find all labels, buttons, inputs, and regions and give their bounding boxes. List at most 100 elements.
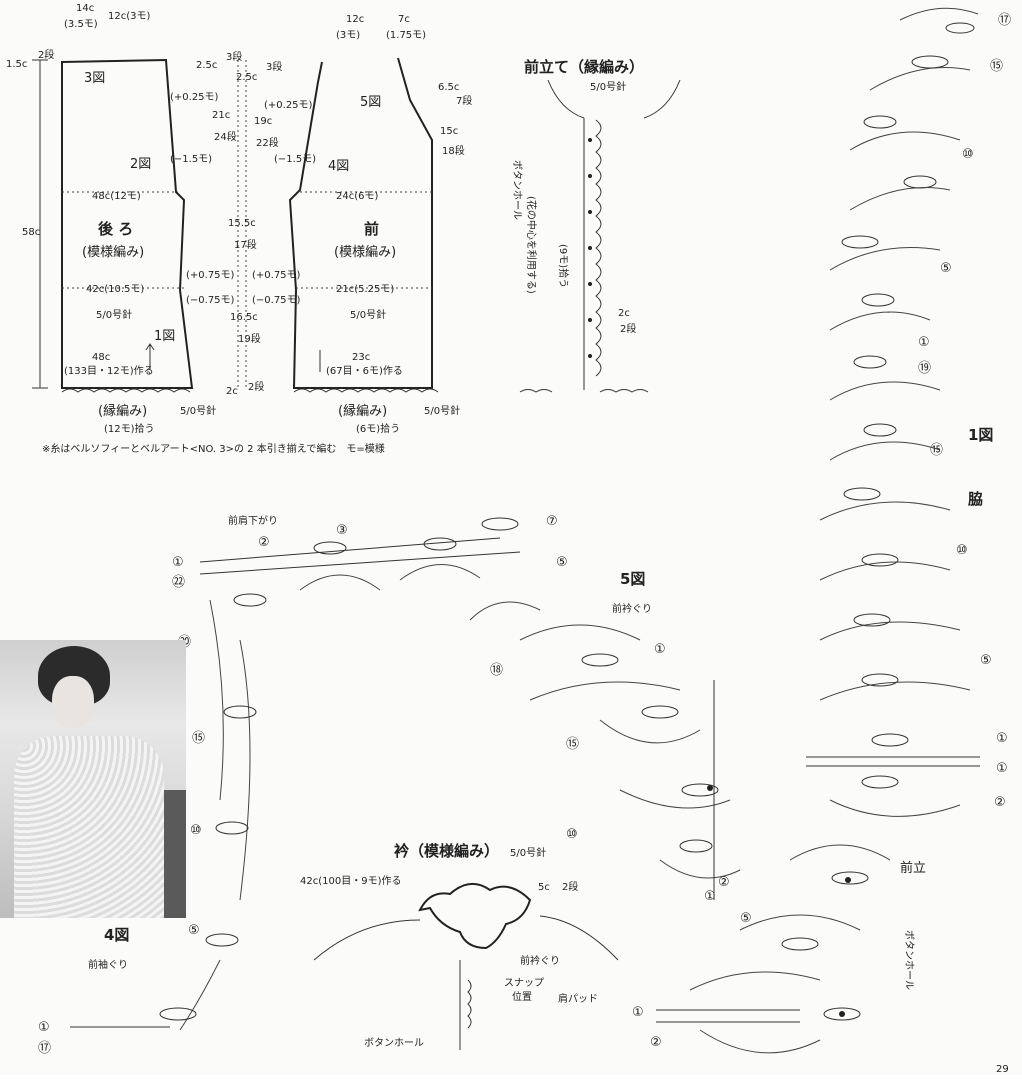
- front-armhole-rows: 18段: [442, 144, 465, 157]
- page-number: 29: [996, 1064, 1009, 1075]
- fig5-marker-15: ⑮: [566, 737, 579, 752]
- fig4-marker-17: ⑰: [38, 1041, 51, 1056]
- back-title: 後 ろ: [97, 220, 133, 238]
- dim-c-rows: 17段: [234, 238, 257, 251]
- fig3-label-back: 3図: [84, 71, 105, 86]
- dim-b2-rows: 22段: [256, 136, 279, 149]
- dim-inc3: (+0.75モ): [186, 270, 235, 281]
- front-band-title: 前立て（縁編み）: [524, 58, 644, 76]
- yarn-note: ※糸はベルソフィーとベルアート<NO. 3>の 2 本引き揃えで編む モ=模様: [42, 442, 385, 455]
- fig1-marker-15b: ⑮: [930, 443, 943, 458]
- dim-c: 15.5c: [228, 218, 256, 229]
- fig4-marker-1a: ①: [172, 555, 184, 570]
- dim-a2: 2.5c: [236, 72, 257, 83]
- dim-dec1: (−1.5モ): [170, 154, 212, 165]
- front-shoulder-dim: 7c: [398, 14, 410, 25]
- fig4-marker-7: ⑦: [546, 514, 558, 529]
- back-border-title: (縁編み): [98, 403, 147, 419]
- collar-snap: スナップ: [504, 977, 544, 989]
- collar-title: 衿（模様編み）: [394, 842, 499, 860]
- back-height: 58c: [22, 227, 40, 238]
- fig4-marker-10: ⑩: [190, 823, 202, 838]
- front-pattern: (模様編み): [334, 244, 396, 260]
- collar-cast-on: 42c(100目・9モ)作る: [300, 875, 401, 887]
- fig5-marker-18: ⑱: [490, 663, 503, 678]
- front-band-bottom: 2c: [618, 308, 630, 319]
- front-band-diagram: 前立て（縁編み） 5/0号針 ボタンホール (花の中心を利用する) (9モ)拾う…: [511, 58, 681, 393]
- front-edge-title: 前立: [900, 860, 926, 876]
- front-neck: 6.5c: [438, 82, 459, 93]
- back-schematic: 14c (3.5モ) 12c(3モ) 1.5c 2段 58c 3図 2図 48c…: [6, 3, 216, 435]
- back-border-pickup: (12モ)拾う: [104, 422, 155, 435]
- front-edge-marker-1: ①: [632, 1005, 644, 1020]
- fig4-marker-22: ㉒: [172, 575, 185, 590]
- back-width-42: 42c(10.5モ): [86, 284, 144, 295]
- fig5-marker-2: ②: [718, 875, 730, 890]
- front-schematic: 12c (3モ) 7c (1.75モ) 5図 4図 24c(6モ) 前 (模様編…: [288, 14, 472, 435]
- front-width-21: 21c(5.25モ): [336, 284, 394, 295]
- front-neck-rows: 7段: [456, 94, 472, 107]
- photo-face: [52, 676, 94, 728]
- collar-shoulder-pad: 肩パッド: [558, 992, 598, 1005]
- fig1-marker-1a: ①: [918, 335, 930, 350]
- back-shoulder-slope: 1.5c: [6, 59, 27, 70]
- fig4-marker-5: ⑤: [188, 923, 200, 938]
- fig1-marker-17: ⑰: [998, 13, 1011, 28]
- fig4-marker-15: ⑮: [192, 731, 205, 746]
- dim-dec4: (−0.75モ): [252, 295, 301, 306]
- fig1-label-back: 1図: [154, 329, 175, 344]
- front-band-buttonhole-note: (花の中心を利用する): [525, 196, 538, 294]
- dim-inc1: (+0.25モ): [170, 92, 219, 103]
- back-pattern: (模様編み): [82, 244, 144, 260]
- photo-cardigan: [14, 736, 164, 918]
- back-border-hook: 5/0号針: [180, 404, 216, 417]
- fig4-title: 4図: [104, 926, 129, 944]
- front-width-24: 24c(6モ): [336, 191, 378, 202]
- front-edge-buttonhole: ボタンホール: [903, 930, 915, 990]
- back-neck-dim: 12c(3モ): [108, 11, 150, 22]
- dim-dec3: (−0.75モ): [186, 295, 235, 306]
- model-photo: [0, 640, 186, 918]
- front-border-pickup: (6モ)拾う: [356, 422, 400, 435]
- fig1-title: 1図: [968, 426, 993, 444]
- front-edge-marker-5: ⑤: [740, 911, 752, 926]
- fig5-marker-1b: ①: [704, 889, 716, 904]
- fig1-marker-5a: ⑤: [940, 261, 952, 276]
- dim-b1: 21c: [212, 110, 230, 121]
- front-shoulder-sub: (1.75モ): [386, 30, 426, 41]
- fig1-subtitle: 脇: [968, 490, 983, 508]
- collar-rows: 2段: [562, 880, 578, 893]
- fig1-marker-10b: ⑩: [956, 543, 968, 558]
- front-border-hook: 5/0号針: [424, 404, 460, 417]
- fig1-marker-15a: ⑮: [990, 59, 1003, 74]
- fig5-marker-1a: ①: [654, 642, 666, 657]
- back-cast-on: 48c: [92, 352, 110, 363]
- collar-neckline: 前衿ぐり: [520, 954, 560, 967]
- collar-hook: 5/0号針: [510, 846, 546, 859]
- back-width-48: 48c(12モ): [92, 191, 141, 202]
- front-neck-sub: (3モ): [336, 30, 360, 41]
- fig1-marker-10a: ⑩: [962, 147, 974, 162]
- back-cast-on-detail: (133目・12モ)作る: [64, 365, 154, 377]
- front-border-title: (縁編み): [338, 403, 387, 419]
- front-cast-on: 23c: [352, 352, 370, 363]
- dim-e: 2c: [226, 386, 238, 397]
- fig5-marker-10: ⑩: [566, 827, 578, 842]
- front-armhole: 15c: [440, 126, 458, 137]
- fig4-stitch-chart: 前肩下がり ③ ② ① ㉒ ⑳ ⑮ ⑩ ⑤ ① ⑰ ⑦ ⑤ 4図 前袖ぐり: [38, 514, 568, 1056]
- fig1-stitch-chart: ⑰ ⑮ ⑩ ⑤ ① ⑲ ⑮ ⑩ ⑤ ① ① ② 1図 脇: [806, 7, 1011, 817]
- fig4-marker-3: ③: [336, 523, 348, 538]
- fig1-marker-19: ⑲: [918, 361, 931, 376]
- back-hook: 5/0号針: [96, 308, 132, 321]
- dim-d: 16.5c: [230, 312, 258, 323]
- dim-inc4: (+0.75モ): [252, 270, 301, 281]
- fig4-label-front: 4図: [328, 159, 349, 174]
- dim-a1: 2.5c: [196, 60, 217, 71]
- fig5-title: 5図: [620, 570, 645, 588]
- dim-b1-rows: 24段: [214, 130, 237, 143]
- fig4-marker-5b: ⑤: [556, 555, 568, 570]
- front-band-bottom-rows: 2段: [620, 322, 636, 335]
- fig4-marker-2: ②: [258, 535, 270, 550]
